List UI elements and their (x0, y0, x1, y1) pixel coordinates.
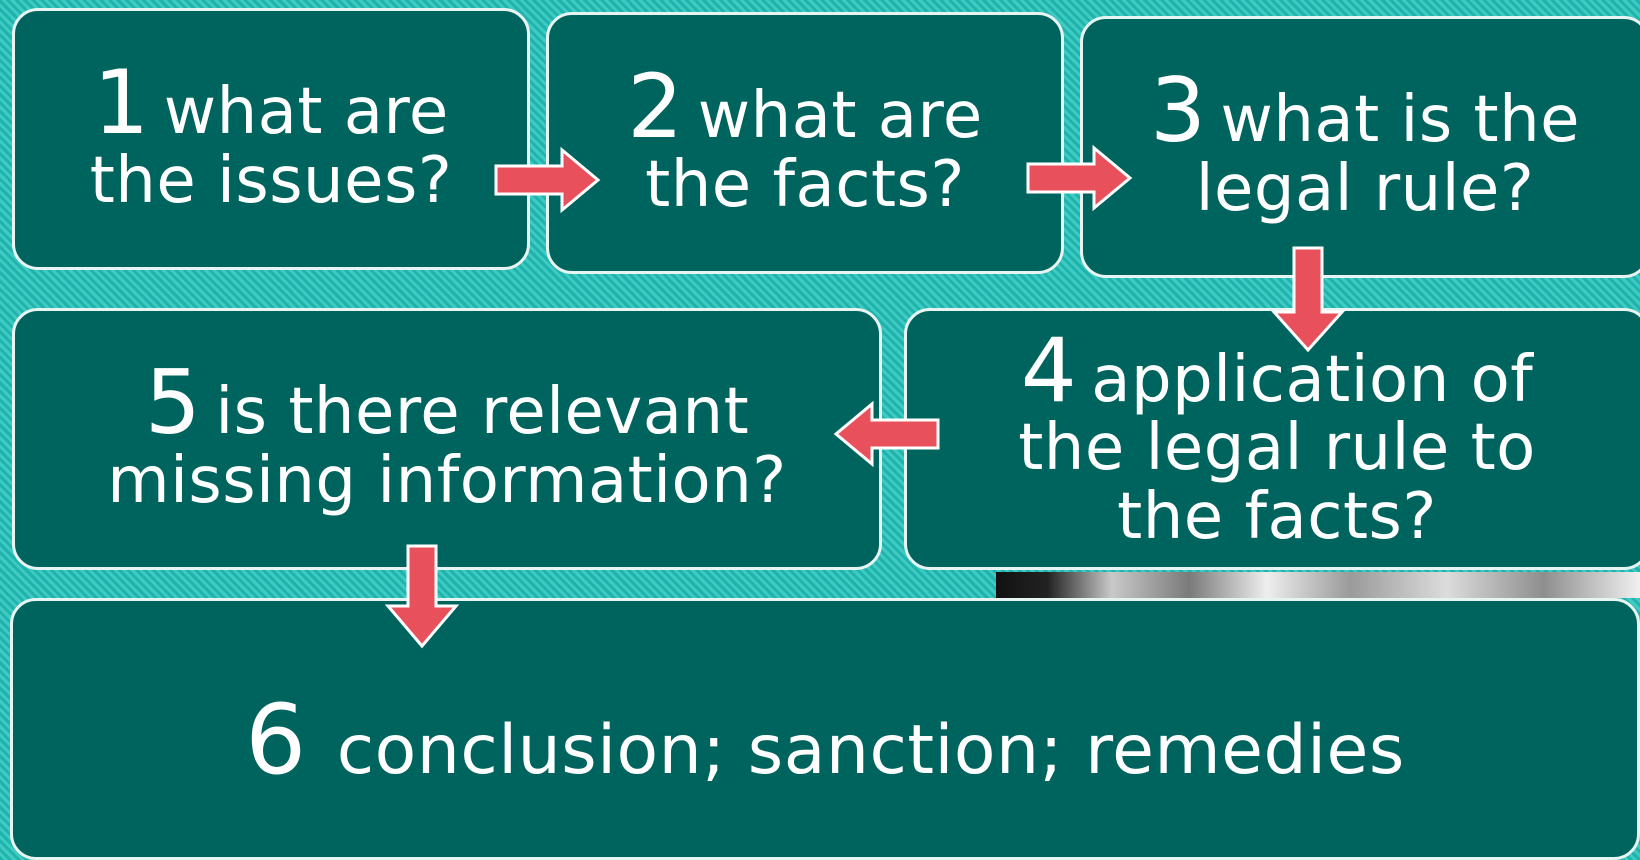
step-3-number: 3 (1149, 59, 1207, 163)
arrow-down-icon (1270, 246, 1346, 353)
step-2-number: 2 (627, 55, 684, 159)
arrow-right-icon (494, 146, 601, 214)
arrow-down-icon (384, 544, 460, 649)
background-photo-strip (996, 572, 1640, 598)
arrow-left-icon (833, 400, 940, 468)
step-1-number: 1 (93, 51, 150, 155)
step-4-number: 4 (1020, 319, 1078, 422)
step-6-number: 6 (245, 684, 307, 796)
arrow-right-icon (1026, 144, 1133, 212)
step-5-number: 5 (144, 351, 202, 455)
